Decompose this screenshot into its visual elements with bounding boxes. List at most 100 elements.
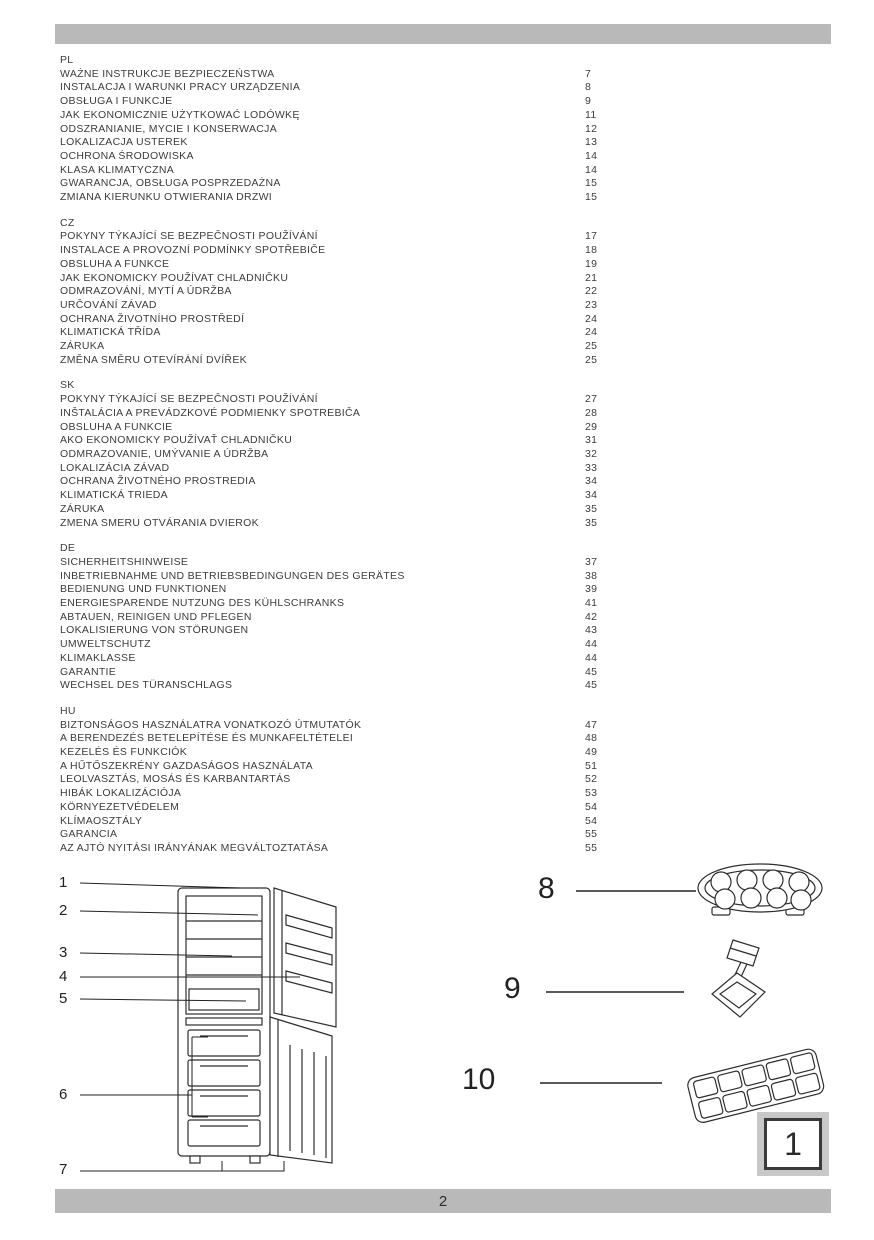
- toc-entry: POKYNY TÝKAJÍCÍ SE BEZPEČNOSTI POUŽÍVÁNÍ…: [60, 230, 625, 244]
- toc-entry-title: JAK EKONOMICZNIE UŻYTKOWAĆ LODÓWKĘ: [60, 108, 300, 121]
- ice-scoop-icon: [711, 939, 766, 1018]
- toc-entry-title: GARANTIE: [60, 665, 117, 678]
- toc-entry-page: 35: [585, 516, 598, 529]
- toc-entry-page: 23: [585, 298, 598, 311]
- toc-entry-page: 34: [585, 489, 598, 502]
- fridge-callout-4: 4: [59, 968, 68, 985]
- toc-entry-page: 48: [585, 732, 598, 745]
- toc-entry: URČOVÁNÍ ZÁVAD 23: [60, 299, 625, 313]
- toc-entry: POKYNY TÝKAJÍCÍ SE BEZPEČNOSTI POUŽÍVÁNÍ…: [60, 393, 625, 407]
- toc-section-lang: HU: [60, 704, 76, 717]
- toc-entry: GARANCIA 55: [60, 828, 625, 842]
- fridge-callout-1: 1: [59, 874, 68, 891]
- toc-entry-page: 54: [585, 800, 598, 813]
- toc-entry-page: 44: [585, 651, 598, 664]
- toc-entry-page: 19: [585, 257, 598, 270]
- toc-entry-page: 35: [585, 502, 598, 515]
- accessory-number-8: 8: [538, 872, 555, 905]
- toc-entry-title: UMWELTSCHUTZ: [60, 638, 151, 651]
- toc-entry-page: 14: [585, 149, 598, 162]
- toc-entry-title: OBSLUHA A FUNKCE: [60, 257, 170, 270]
- toc-entry-page: 51: [585, 759, 598, 772]
- toc-entry-title: INBETRIEBNAHME UND BETRIEBSBEDINGUNGEN D…: [60, 569, 405, 582]
- toc-entry-page: 55: [585, 841, 598, 854]
- toc-entry-title: ZMIANA KIERUNKU OTWIERANIA DRZWI: [60, 191, 273, 204]
- toc-entry-title: INSTALACE A PROVOZNÍ PODMÍNKY SPOTŘEBIČE: [60, 244, 326, 257]
- toc-entry-page: 47: [585, 718, 598, 731]
- toc-entry-page: 11: [585, 108, 597, 121]
- toc-entry-title: URČOVÁNÍ ZÁVAD: [60, 298, 157, 311]
- egg-tray-icon: [697, 863, 823, 916]
- toc-entry-page: 38: [585, 569, 598, 582]
- toc-entry-title: GWARANCJA, OBSŁUGA POSPRZEDAŻNA: [60, 177, 281, 190]
- toc-entry-page: 55: [585, 828, 598, 841]
- toc-entry-title: POKYNY TÝKAJÍCÍ SE BEZPEČNOSTI POUŽÍVÁNÍ: [60, 393, 318, 406]
- toc-entry-title: INSTALACJA I WARUNKI PRACY URZĄDZENIA: [60, 81, 301, 94]
- toc-entry-title: ABTAUEN, REINIGEN UND PFLEGEN: [60, 610, 252, 623]
- toc-entry-title: HIBÁK LOKALIZÁCIÓJA: [60, 787, 182, 800]
- toc-entry-title: LOKALIZACJA USTEREK: [60, 136, 188, 149]
- footer-bar: 2: [55, 1189, 831, 1213]
- toc-entry-page: 42: [585, 610, 598, 623]
- toc-entry-page: 25: [585, 340, 598, 353]
- toc-entry: ODSZRANIANIE, MYCIE I KONSERWACJA 12: [60, 123, 625, 137]
- toc-entry-page: 12: [585, 122, 598, 135]
- toc-entry: BIZTONSÁGOS HASZNÁLATRA VONATKOZÓ ÚTMUTA…: [60, 719, 625, 733]
- callout-lines: [79, 882, 300, 1172]
- toc-entry-title: LOKALISIERUNG VON STÖRUNGEN: [60, 624, 249, 637]
- toc-section: CZ POKYNY TÝKAJÍCÍ SE BEZPEČNOSTI POUŽÍV…: [60, 217, 625, 368]
- toc-entry: ENERGIESPARENDE NUTZUNG DES KÜHLSCHRANKS…: [60, 597, 625, 611]
- toc-entry-page: 22: [585, 285, 598, 298]
- toc-entry-page: 9: [585, 95, 592, 108]
- toc-entry-title: ZMENA SMERU OTVÁRANIA DVIEROK: [60, 516, 259, 529]
- toc-entry-list: BIZTONSÁGOS HASZNÁLATRA VONATKOZÓ ÚTMUTA…: [60, 719, 625, 856]
- toc-entry-page: 41: [585, 597, 598, 610]
- accessory-number-9: 9: [504, 972, 521, 1005]
- toc-entry-page: 14: [585, 163, 598, 176]
- ice-cube-tray-icon: [687, 1048, 825, 1123]
- toc-entry-title: ODSZRANIANIE, MYCIE I KONSERWACJA: [60, 122, 278, 135]
- toc-entry-page: 27: [585, 393, 598, 406]
- toc-entry-title: GARANCIA: [60, 828, 118, 841]
- accessory-lines: [540, 890, 696, 1084]
- toc-entry-title: OCHRANA ŽIVOTNÉHO PROSTREDIA: [60, 475, 256, 488]
- page-number: 2: [438, 1192, 448, 1210]
- toc-entry: OCHRONA ŚRODOWISKA 14: [60, 150, 625, 164]
- toc-entry-page: 52: [585, 773, 598, 786]
- toc-entry-title: SICHERHEITSHINWEISE: [60, 555, 189, 568]
- toc-entry-page: 7: [585, 67, 592, 80]
- toc-entry: AZ AJTÓ NYITÁSI IRÁNYÁNAK MEGVÁLTOZTATÁS…: [60, 842, 625, 856]
- fridge-callout-6: 6: [59, 1086, 68, 1103]
- toc-entry-title: JAK EKONOMICKY POUŽÍVAT CHLADNIČKU: [60, 271, 289, 284]
- fridge-callout-7: 7: [59, 1161, 68, 1178]
- fridge-figure: [177, 887, 337, 1164]
- header-bar: [55, 24, 831, 44]
- toc-entry-page: 33: [585, 461, 598, 474]
- toc-entry-page: 24: [585, 326, 598, 339]
- toc-entry-title: AZ AJTÓ NYITÁSI IRÁNYÁNAK MEGVÁLTOZTATÁS…: [60, 841, 329, 854]
- toc-entry-page: 45: [585, 665, 598, 678]
- toc-entry-title: ODMRAZOVANIE, UMÝVANIE A ÚDRŽBA: [60, 447, 269, 460]
- toc-entry: GWARANCJA, OBSŁUGA POSPRZEDAŻNA 15: [60, 177, 625, 191]
- toc-section-lang: DE: [60, 542, 76, 555]
- toc-entry-page: 15: [585, 177, 598, 190]
- toc-entry-title: OCHRONA ŚRODOWISKA: [60, 149, 194, 162]
